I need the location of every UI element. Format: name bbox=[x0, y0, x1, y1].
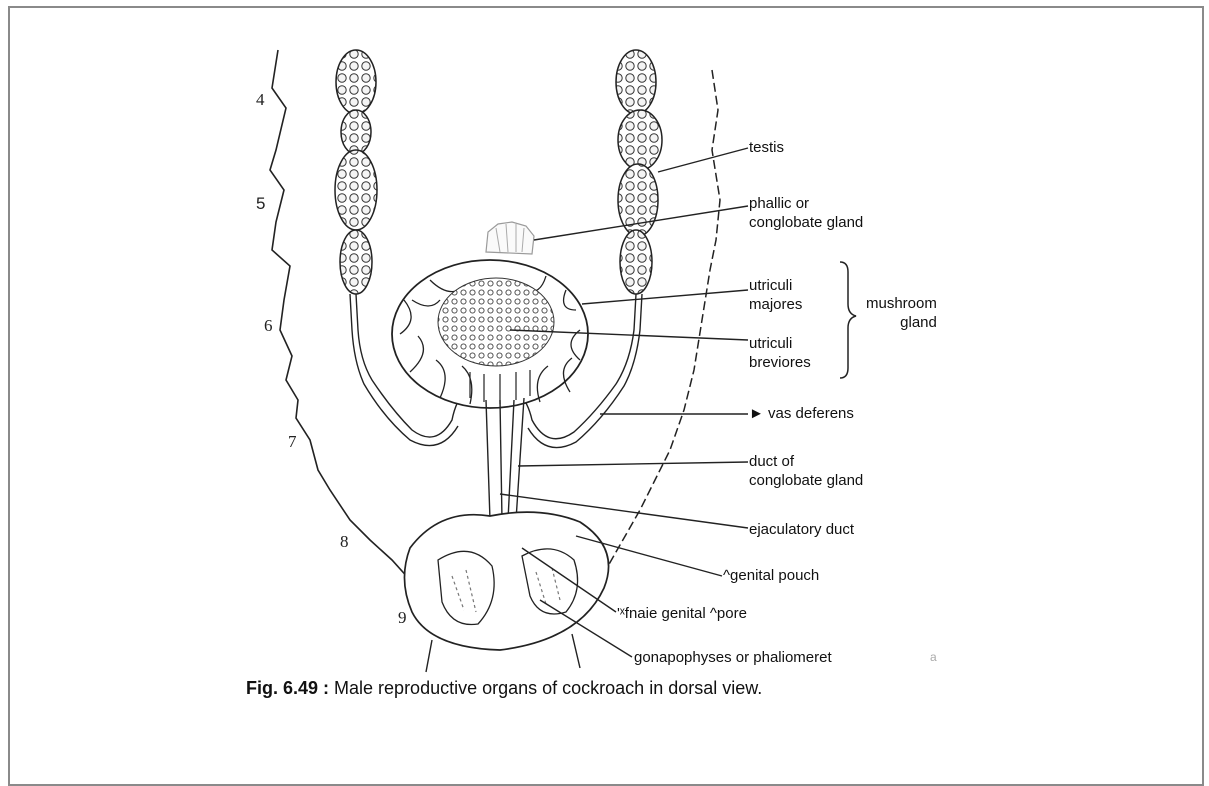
ejaculatory-duct bbox=[486, 400, 502, 520]
label-phallic-gland-line2: conglobate gland bbox=[749, 213, 863, 232]
label-genital-pouch: ^genital pouch bbox=[723, 566, 819, 585]
left-testis bbox=[335, 50, 377, 294]
label-mushroom-gland-line1: mushroom bbox=[866, 294, 937, 313]
label-mushroom-gland: mushroom gland bbox=[866, 294, 937, 332]
figure-caption-text: Male reproductive organs of cockroach in… bbox=[329, 678, 762, 698]
label-utriculi-majores-line1: utriculi bbox=[749, 276, 802, 295]
stray-mark: a bbox=[930, 648, 937, 667]
label-utriculi-majores: utriculi majores bbox=[749, 276, 802, 314]
label-genital-pore: 'ˣfnaie genital ^pore bbox=[617, 604, 747, 623]
label-utriculi-breviores-line2: breviores bbox=[749, 353, 811, 372]
mushroom-gland bbox=[392, 260, 588, 408]
segment-number-8: 8 bbox=[340, 532, 349, 552]
label-vas-deferens: ► vas deferens bbox=[749, 404, 854, 423]
segment-number-6: 6 bbox=[264, 316, 273, 336]
label-utriculi-breviores-line1: utriculi bbox=[749, 334, 811, 353]
figure-caption-number: Fig. 6.49 : bbox=[246, 678, 329, 698]
conglobate-gland-duct bbox=[508, 398, 524, 520]
label-duct-conglobate-line2: conglobate gland bbox=[749, 471, 863, 490]
segment-number-9: 9 bbox=[398, 608, 407, 628]
label-ejaculatory-duct: ejaculatory duct bbox=[749, 520, 854, 539]
label-gonapophyses: gonapophyses or phaliomeret bbox=[634, 648, 832, 667]
label-duct-conglobate: duct of conglobate gland bbox=[749, 452, 863, 490]
label-phallic-gland-line1: phallic or bbox=[749, 194, 863, 213]
segment-number-4: 4 bbox=[256, 90, 265, 110]
conglobate-gland bbox=[486, 222, 534, 254]
segment-number-5: 5 bbox=[256, 194, 265, 214]
label-utriculi-majores-line2: majores bbox=[749, 295, 802, 314]
label-mushroom-gland-line2: gland bbox=[866, 313, 937, 332]
label-testis: testis bbox=[749, 138, 784, 157]
mushroom-brace bbox=[840, 262, 856, 378]
figure-caption: Fig. 6.49 : Male reproductive organs of … bbox=[246, 678, 762, 699]
right-testis bbox=[616, 50, 662, 294]
label-utriculi-breviores: utriculi breviores bbox=[749, 334, 811, 372]
label-duct-conglobate-line1: duct of bbox=[749, 452, 863, 471]
label-phallic-gland: phallic or conglobate gland bbox=[749, 194, 863, 232]
segment-number-7: 7 bbox=[288, 432, 297, 452]
